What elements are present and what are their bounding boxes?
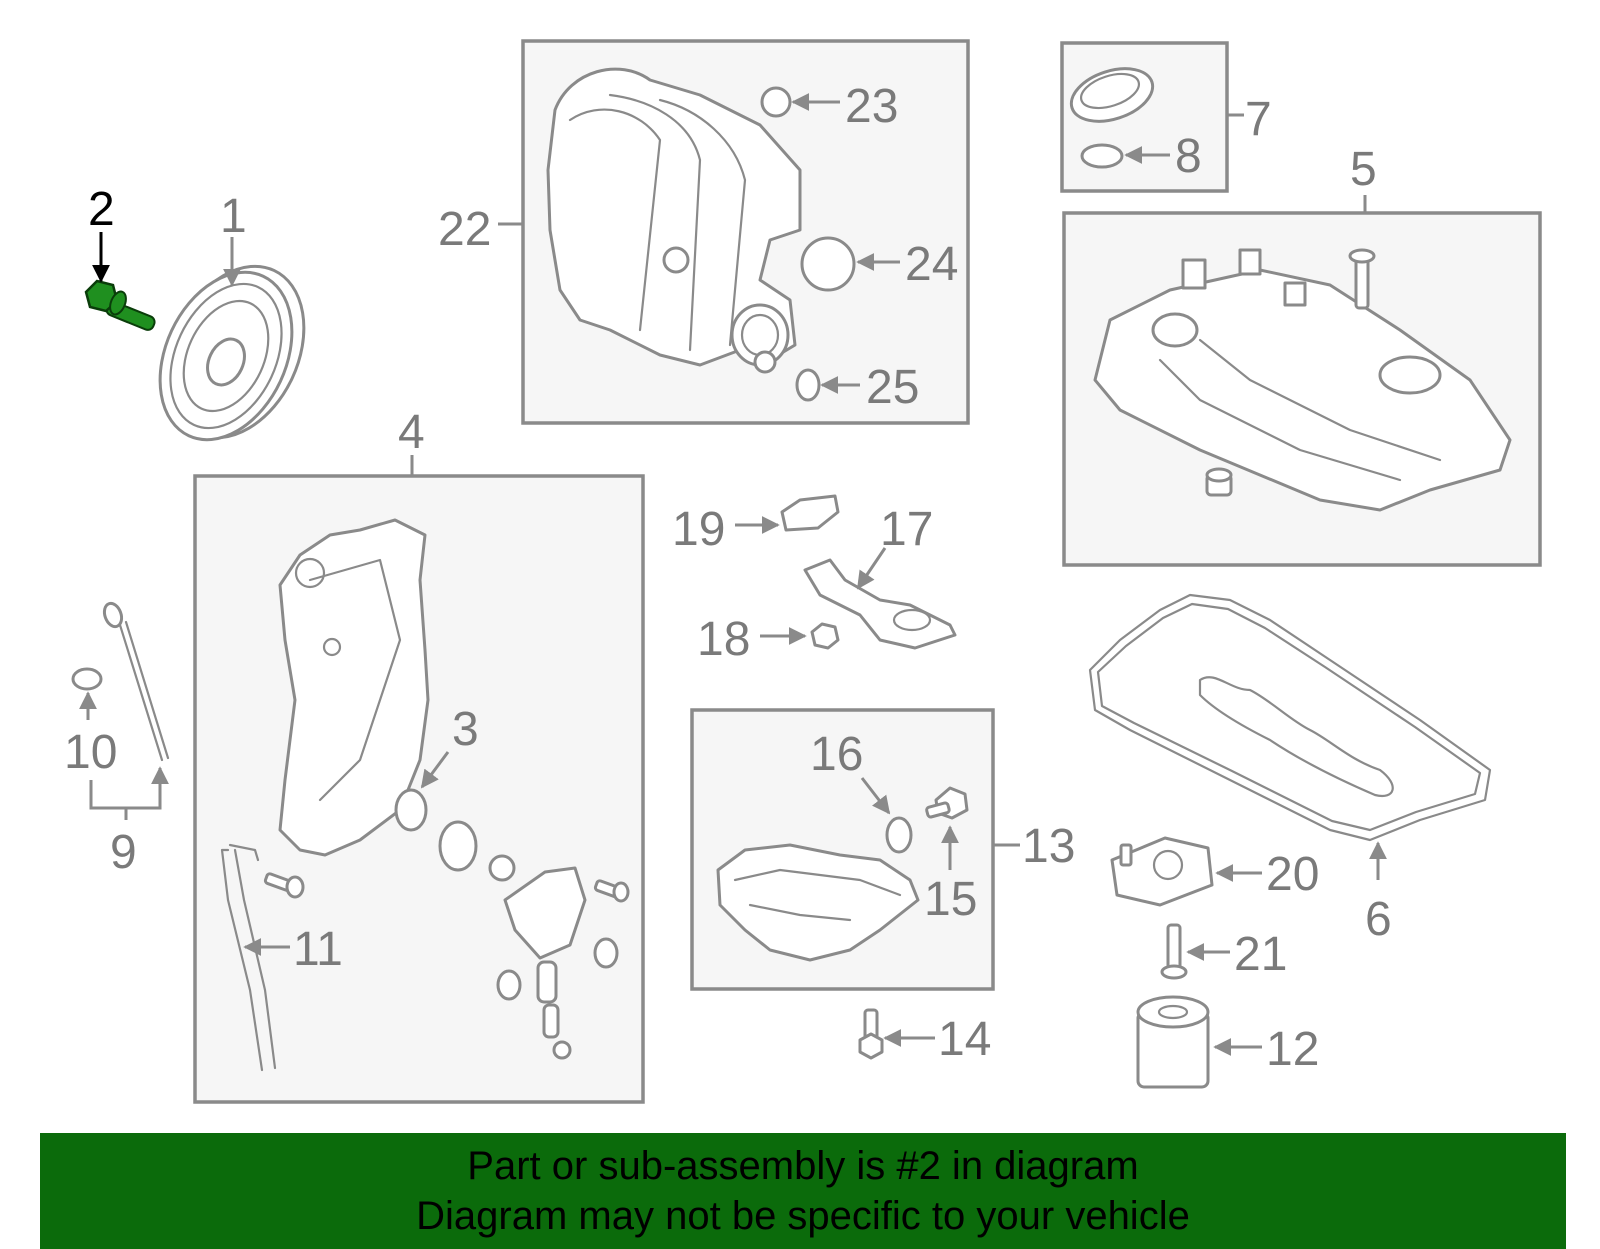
callout-10: 10 xyxy=(64,726,117,779)
gear-icon xyxy=(488,854,516,882)
callout-21: 21 xyxy=(1234,928,1287,981)
o-ring-b-icon xyxy=(593,937,619,969)
callout-23: 23 xyxy=(845,80,898,133)
timing-cover-icon xyxy=(278,518,430,857)
callout-25: 25 xyxy=(866,361,919,414)
washer-16-icon xyxy=(885,816,913,854)
bolt-21-icon xyxy=(1160,923,1188,980)
callout-13: 13 xyxy=(1022,820,1075,873)
callout-5: 5 xyxy=(1350,143,1377,196)
cap-plug-icon xyxy=(1205,467,1233,497)
bolt-small-b-icon xyxy=(593,879,630,903)
oil-pump-icon xyxy=(503,866,587,1060)
callout-11: 11 xyxy=(293,923,343,976)
callout-19: 19 xyxy=(672,503,725,556)
callout-3: 3 xyxy=(452,703,479,756)
filter-housing-20-icon xyxy=(1110,836,1214,907)
crankshaft-pulley-icon xyxy=(158,264,306,442)
drain-plug-15-icon xyxy=(925,786,969,820)
bolt-small-a-icon xyxy=(263,872,305,899)
info-banner: Part or sub-assembly is #2 in diagram Di… xyxy=(40,1133,1566,1249)
bolt-5-icon xyxy=(1348,248,1376,310)
gasket-ring-24-icon xyxy=(800,236,856,292)
leader-16 xyxy=(860,777,891,815)
callout-9: 9 xyxy=(110,826,137,879)
callout-1: 1 xyxy=(220,190,247,243)
oil-filler-cap-icon xyxy=(1069,67,1155,123)
banner-line-2: Diagram may not be specific to your vehi… xyxy=(416,1194,1190,1238)
callout-16: 16 xyxy=(810,728,863,781)
valve-cover-gasket-icon xyxy=(1088,593,1492,842)
callout-8: 8 xyxy=(1175,130,1202,183)
o-ring-a-icon xyxy=(496,969,522,1001)
seal-3-icon xyxy=(394,788,428,832)
leader-17 xyxy=(856,547,887,590)
intake-manifold-icon xyxy=(546,67,802,374)
oil-filter-12-icon xyxy=(1136,995,1210,1089)
valve-cover-icon xyxy=(1093,248,1512,512)
oil-strainer-17-icon xyxy=(803,558,957,650)
callout-14: 14 xyxy=(938,1013,991,1066)
bolt-14-icon xyxy=(858,1008,884,1060)
sprocket-icon xyxy=(438,820,478,872)
gasket-19-icon xyxy=(780,494,840,532)
callout-6: 6 xyxy=(1365,893,1392,946)
washer-10-icon xyxy=(71,667,103,691)
callout-2: 2 xyxy=(88,183,115,236)
nut-18-icon xyxy=(810,622,840,650)
callout-17: 17 xyxy=(880,503,933,556)
dipstick-9-icon xyxy=(102,601,170,762)
leader-3 xyxy=(420,751,450,789)
gasket-ring-25-icon xyxy=(795,368,821,402)
gasket-ring-23-icon xyxy=(760,86,792,118)
callout-15: 15 xyxy=(924,873,977,926)
callout-18: 18 xyxy=(697,613,750,666)
callout-24: 24 xyxy=(905,238,958,291)
callout-22: 22 xyxy=(438,203,491,256)
banner-line-1: Part or sub-assembly is #2 in diagram xyxy=(467,1144,1139,1188)
bolt-highlighted-icon[interactable] xyxy=(84,279,156,332)
callout-12: 12 xyxy=(1266,1023,1319,1076)
callout-7: 7 xyxy=(1245,93,1272,146)
cap-gasket-8-icon xyxy=(1080,143,1124,169)
callout-20: 20 xyxy=(1266,848,1319,901)
callout-4: 4 xyxy=(398,406,425,459)
oil-pan-icon xyxy=(716,843,920,962)
